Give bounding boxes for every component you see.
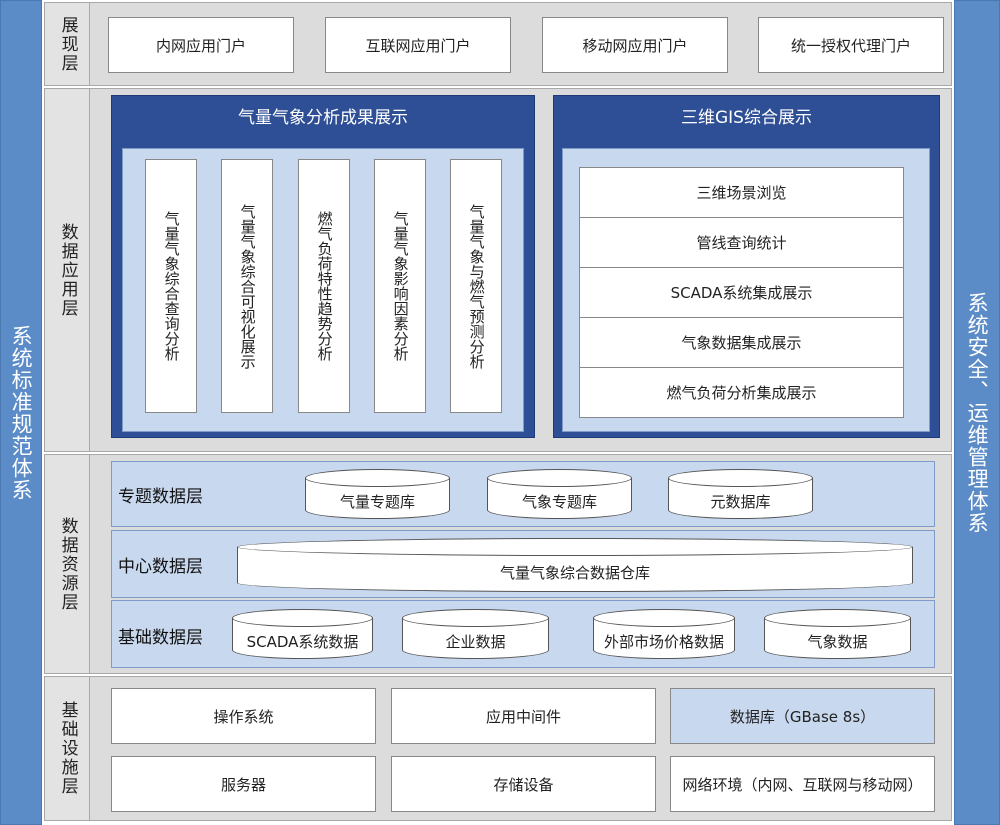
portal-internet-label: 互联网应用门户 <box>365 36 471 55</box>
infra-storage: 存储设备 <box>391 756 656 812</box>
db-metadata: 元数据库 <box>668 469 813 519</box>
infra-network-label: 网络环境（内网、互联网与移动网） <box>682 775 923 794</box>
analysis-card-4: 气量气象影响因素分析 <box>374 159 426 413</box>
gis-row-3: SCADA系统集成展示 <box>579 267 904 318</box>
infra-middleware-label: 应用中间件 <box>485 707 561 726</box>
db-gas-volume-topic-label: 气量专题库 <box>339 492 415 511</box>
data-application-layer-label: 数据应用层 <box>57 222 78 318</box>
infra-database: 数据库（GBase 8s） <box>670 688 935 744</box>
infra-storage-label: 存储设备 <box>493 775 554 794</box>
standards-system-sidebar: 系统标准规范体系 <box>0 0 42 825</box>
portal-mobile: 移动网应用门户 <box>542 17 728 73</box>
gis-row-5-label: 燃气负荷分析集成展示 <box>666 384 817 402</box>
infra-server: 服务器 <box>111 756 376 812</box>
portal-unified-auth-label: 统一授权代理门户 <box>790 36 911 55</box>
db-enterprise-label: 企业数据 <box>445 632 506 651</box>
infra-middleware: 应用中间件 <box>391 688 656 744</box>
analysis-card-4-label: 气量气象影响因素分析 <box>391 211 410 361</box>
analysis-card-3-label: 燃气负荷特性趋势分析 <box>315 211 334 361</box>
db-market-price: 外部市场价格数据 <box>593 609 735 659</box>
infra-os-label: 操作系统 <box>213 707 274 726</box>
security-ops-label: 系统安全、运维管理体系 <box>965 291 990 534</box>
gis-row-4: 气象数据集成展示 <box>579 317 904 368</box>
portal-unified-auth: 统一授权代理门户 <box>758 17 944 73</box>
gis-row-1-label: 三维场景浏览 <box>696 184 787 202</box>
db-data-warehouse: 气量气象综合数据仓库 <box>237 538 913 592</box>
gis-row-4-label: 气象数据集成展示 <box>681 334 802 352</box>
infrastructure-layer-label-cell: 基础设施层 <box>44 676 90 821</box>
analysis-card-5: 气量气象与燃气预测分析 <box>450 159 502 413</box>
presentation-layer-label: 展现层 <box>57 15 78 73</box>
db-weather-label: 气象数据 <box>807 632 868 651</box>
data-resource-layer-label: 数据资源层 <box>57 516 78 612</box>
infra-network: 网络环境（内网、互联网与移动网） <box>670 756 935 812</box>
db-scada-label: SCADA系统数据 <box>246 632 359 651</box>
portal-intranet: 内网应用门户 <box>108 17 294 73</box>
portal-internet: 互联网应用门户 <box>325 17 511 73</box>
infra-server-label: 服务器 <box>220 775 266 794</box>
gis-row-3-label: SCADA系统集成展示 <box>670 284 813 302</box>
presentation-layer-label-cell: 展现层 <box>44 2 90 86</box>
db-market-price-label: 外部市场价格数据 <box>603 632 724 651</box>
gis-row-1: 三维场景浏览 <box>579 167 904 218</box>
data-resource-layer-label-cell: 数据资源层 <box>44 454 90 674</box>
analysis-card-3: 燃气负荷特性趋势分析 <box>298 159 350 413</box>
standards-system-label: 系统标准规范体系 <box>9 324 34 501</box>
db-metadata-label: 元数据库 <box>710 492 771 511</box>
security-ops-sidebar: 系统安全、运维管理体系 <box>954 0 1000 825</box>
gis-row-2: 管线查询统计 <box>579 217 904 268</box>
analysis-card-1-label: 气量气象综合查询分析 <box>162 211 181 361</box>
db-weather: 气象数据 <box>764 609 911 659</box>
gis-panel-title: 三维GIS综合展示 <box>681 108 812 128</box>
analysis-panel-title: 气量气象分析成果展示 <box>238 108 408 128</box>
analysis-card-5-label: 气量气象与燃气预测分析 <box>467 203 486 369</box>
portal-intranet-label: 内网应用门户 <box>155 36 246 55</box>
data-application-layer-label-cell: 数据应用层 <box>44 88 90 452</box>
db-gas-volume-topic: 气量专题库 <box>305 469 450 519</box>
infrastructure-layer-label: 基础设施层 <box>57 701 78 796</box>
topic-data-label: 专题数据层 <box>118 486 203 507</box>
gis-row-5: 燃气负荷分析集成展示 <box>579 367 904 418</box>
gis-row-2-label: 管线查询统计 <box>696 234 787 252</box>
analysis-card-2: 气量气象综合可视化展示 <box>221 159 273 413</box>
base-data-label: 基础数据层 <box>118 627 203 648</box>
infra-os: 操作系统 <box>111 688 376 744</box>
infra-database-label: 数据库（GBase 8s） <box>729 707 876 726</box>
center-data-label: 中心数据层 <box>118 556 203 577</box>
db-weather-topic: 气象专题库 <box>487 469 632 519</box>
analysis-card-1: 气量气象综合查询分析 <box>145 159 197 413</box>
db-enterprise: 企业数据 <box>402 609 549 659</box>
analysis-card-2-label: 气量气象综合可视化展示 <box>238 203 257 369</box>
db-weather-topic-label: 气象专题库 <box>521 492 597 511</box>
db-scada: SCADA系统数据 <box>232 609 373 659</box>
db-data-warehouse-label: 气量气象综合数据仓库 <box>499 563 650 582</box>
portal-mobile-label: 移动网应用门户 <box>582 36 688 55</box>
